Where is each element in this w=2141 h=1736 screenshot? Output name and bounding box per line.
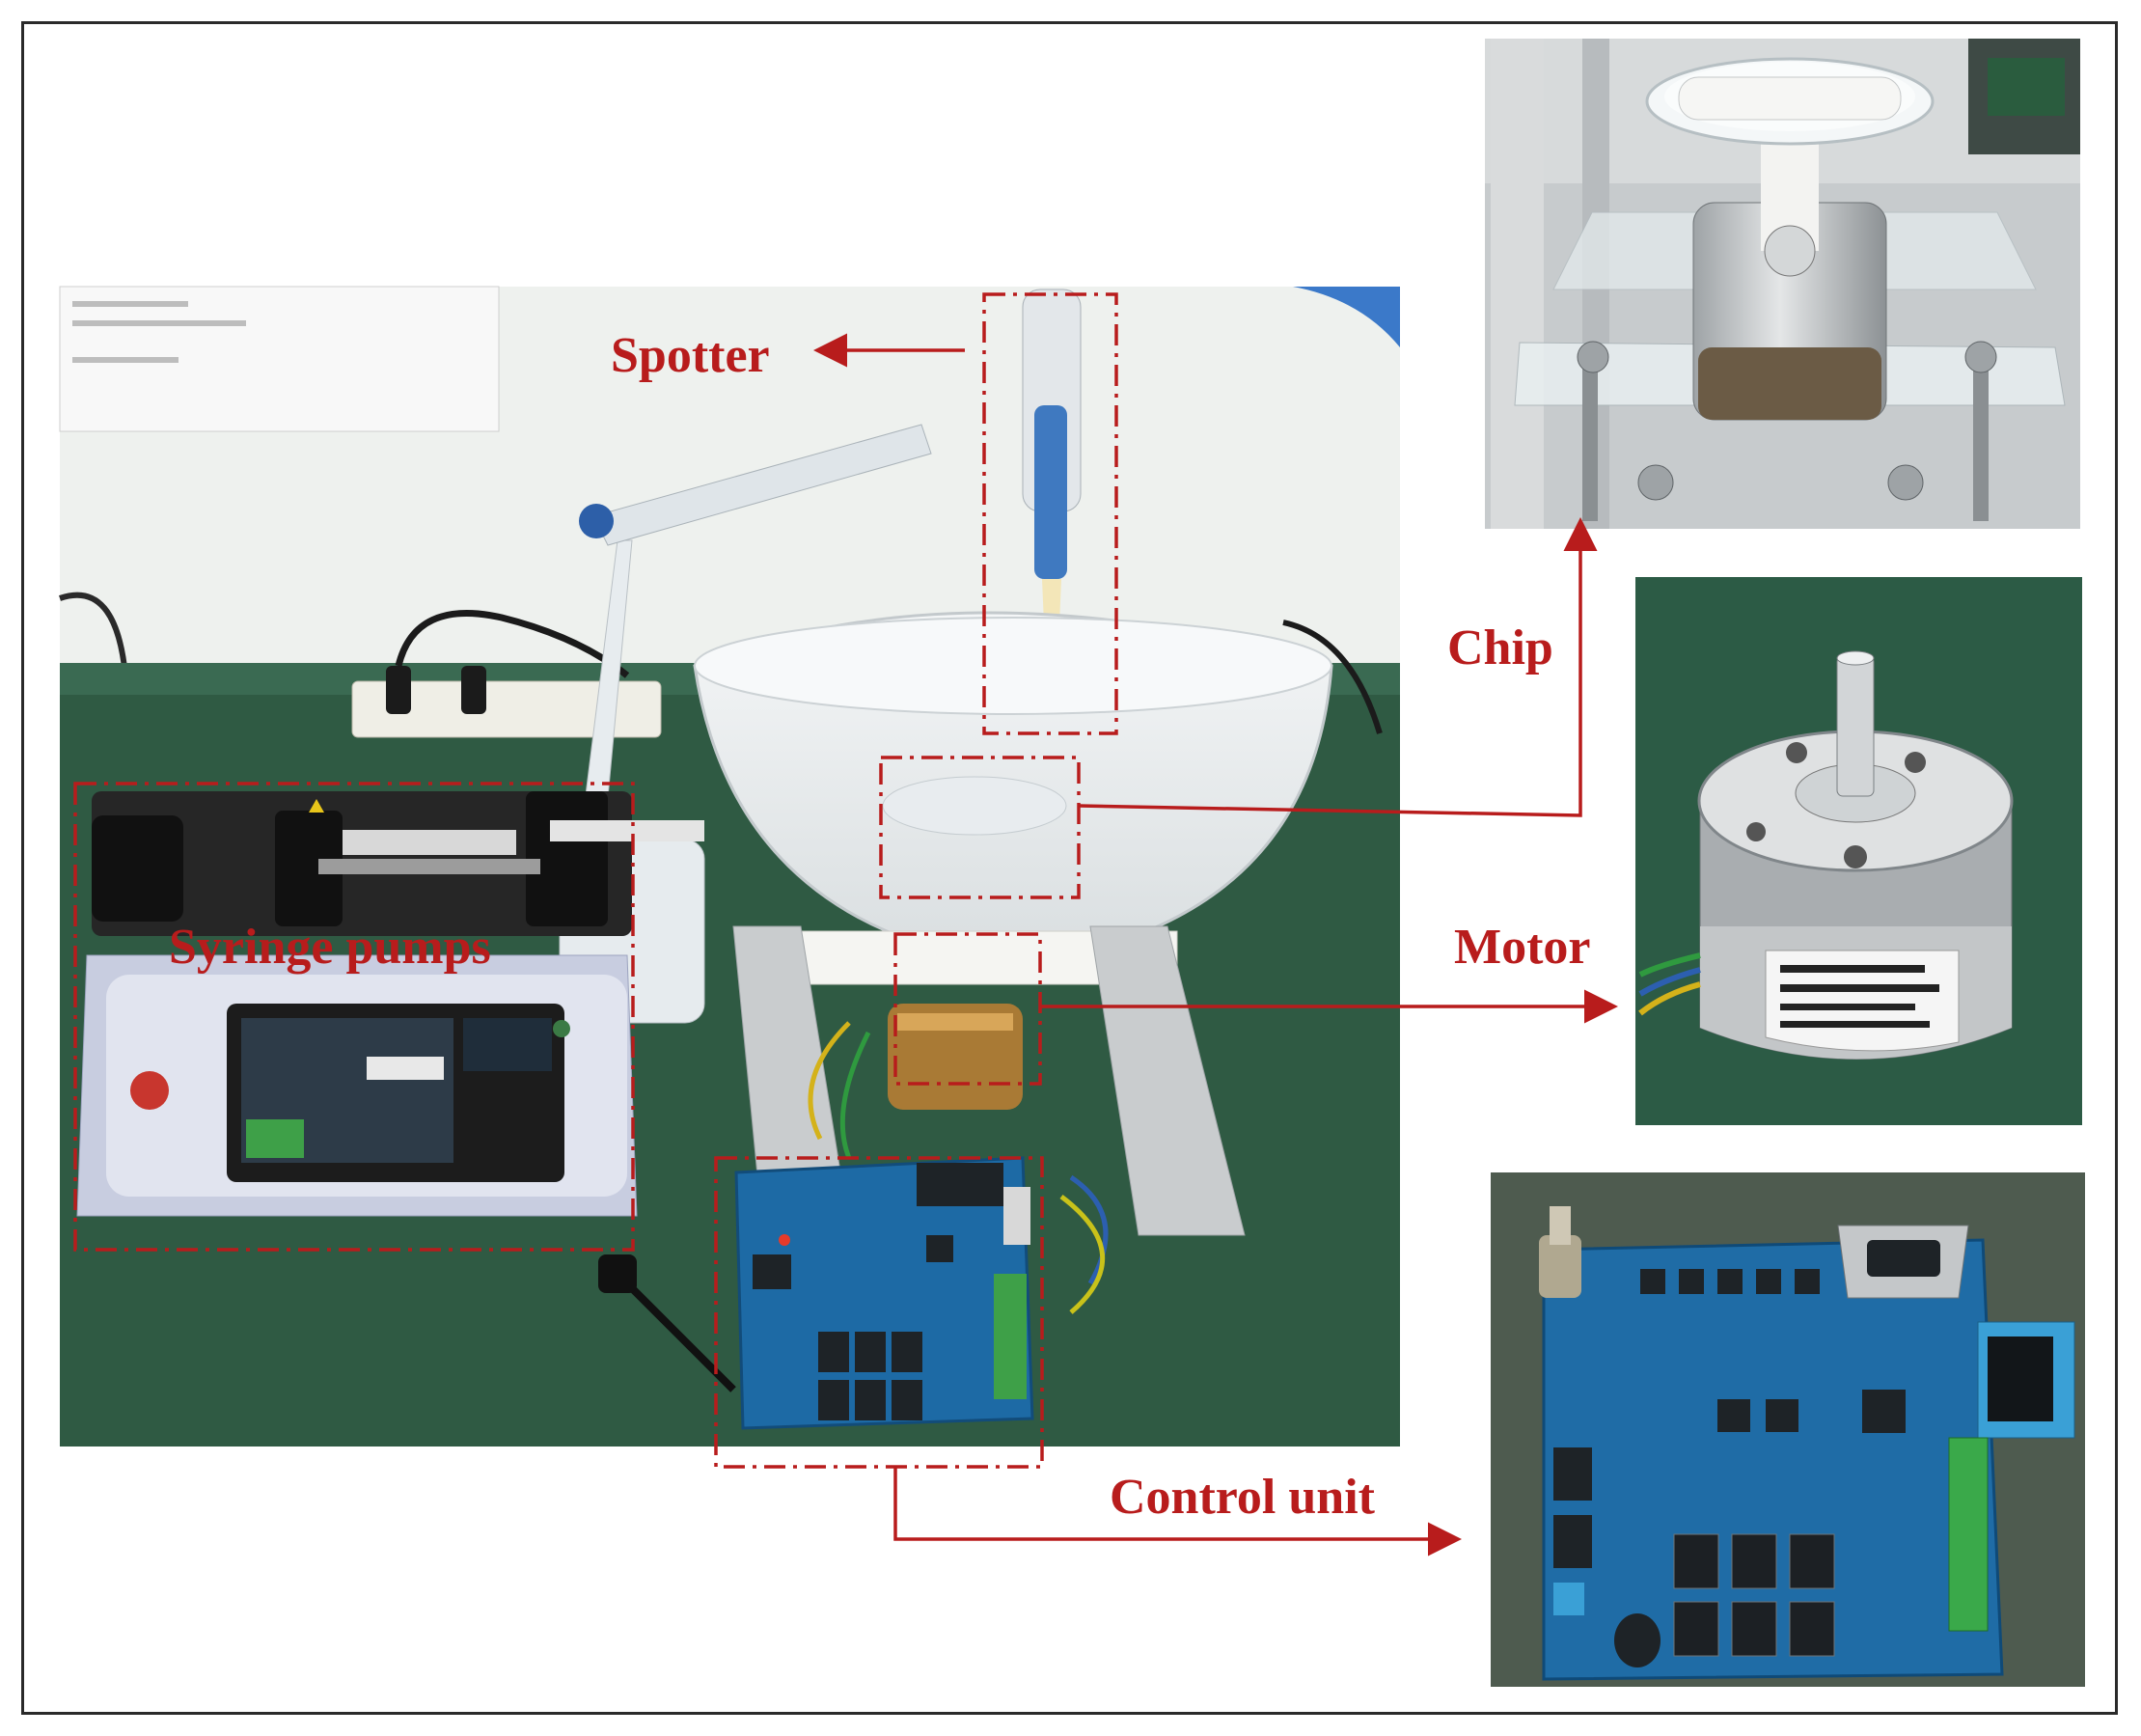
main-setup-photo xyxy=(59,286,1400,1447)
chip-highlight-box xyxy=(879,756,1081,899)
label-spotter: Spotter xyxy=(611,328,770,383)
motor-highlight-box xyxy=(893,932,1042,1086)
syringe-pumps-highlight-box xyxy=(73,782,635,1252)
figure-frame xyxy=(21,21,2118,1715)
label-chip: Chip xyxy=(1447,620,1553,675)
label-syringe-pumps: Syringe pumps xyxy=(169,920,491,975)
control-unit-photo xyxy=(1491,1172,2085,1687)
label-control-unit: Control unit xyxy=(1110,1470,1376,1525)
label-motor: Motor xyxy=(1454,920,1590,975)
chip-photo xyxy=(1485,39,2080,529)
spotter-highlight-box xyxy=(982,292,1118,735)
motor-photo xyxy=(1635,577,2082,1125)
chip-connector-arrow xyxy=(1078,517,1598,817)
control-unit-arrow xyxy=(893,1467,1462,1557)
control-unit-highlight-box xyxy=(714,1156,1044,1469)
